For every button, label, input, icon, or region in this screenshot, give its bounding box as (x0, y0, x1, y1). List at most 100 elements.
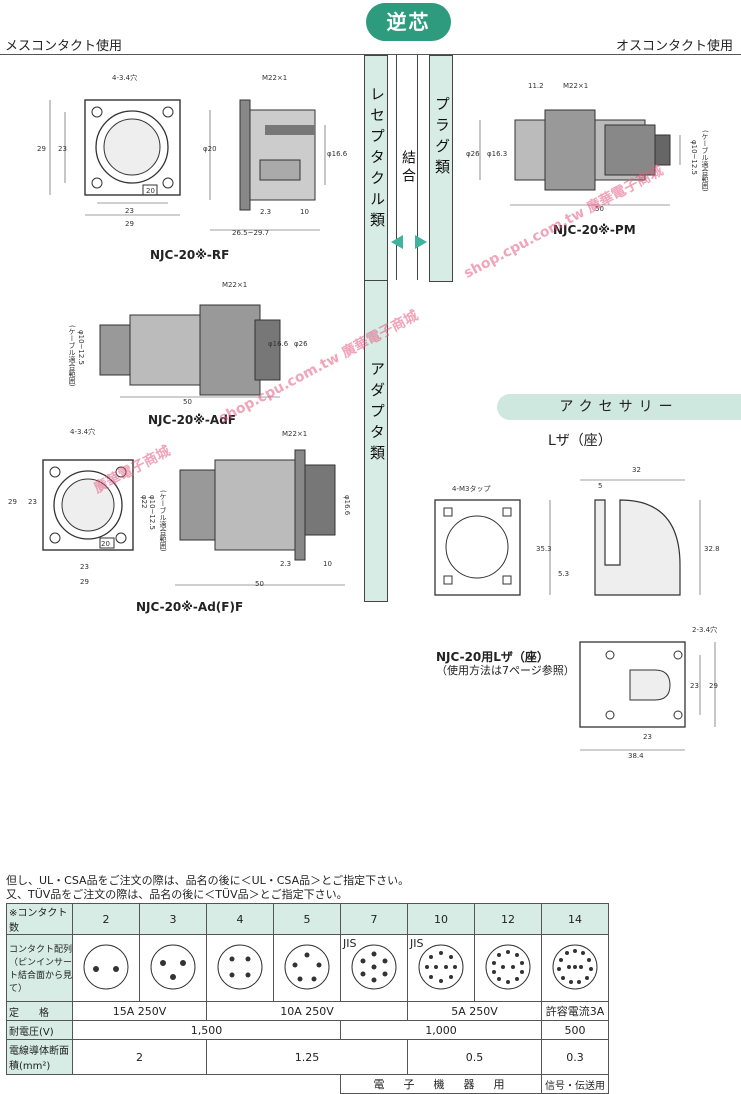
pm-phi163: φ16.3 (487, 150, 508, 158)
adapter-band: アダプタ類 (364, 280, 388, 602)
rating-cell: 許容電流3A (541, 1001, 609, 1021)
jis-mark: JIS (410, 936, 424, 950)
adff-thread: M22×1 (282, 430, 308, 438)
rf-model-label: NJC-20※-RF (150, 248, 230, 262)
mate-arrows-icon (391, 235, 427, 249)
layout-2 (72, 934, 140, 1002)
contact-count: 12 (474, 903, 542, 935)
contact-count: 3 (139, 903, 207, 935)
contact-count: 14 (541, 903, 609, 935)
plug-band-label: プラグ類 (433, 96, 451, 180)
accessory-header: アクセサリー (497, 394, 741, 420)
h-contacts: ※コンタクト数 (6, 903, 73, 935)
note-ul: 但し、UL・CSA品をご注文の際は、品名の後に＜UL・CSA品＞とご指定下さい。 (6, 874, 410, 887)
mate-separator (386, 55, 397, 280)
rf-hole-dim: 4-3.4穴 (112, 74, 138, 82)
h-layout: コンタクト配列（ピンインサート結合面から見て） (6, 934, 73, 1002)
voltage-cell: 500 (541, 1020, 609, 1040)
adff-len: 50 (255, 580, 264, 588)
adff-phi16: φ16.6 (343, 495, 351, 516)
lza-h23: 23 (690, 682, 699, 690)
pm-phi26: φ26 (466, 150, 480, 158)
note-tuv: 又、TÜV品をご注文の際は、品名の後に＜TÜV品＞とご指定下さい。 (6, 888, 348, 901)
rating-cell: 15A 250V (72, 1001, 207, 1021)
adff-drawing (42, 449, 345, 586)
rf-size: 20 (146, 187, 155, 195)
adf-len: 50 (183, 398, 192, 406)
adff-model-label: NJC-20※-Ad(F)F (136, 600, 244, 614)
lza-title: Lザ（座） (548, 433, 612, 449)
contact-count: 4 (206, 903, 274, 935)
pm-thread: M22×1 (563, 82, 589, 90)
pm-d112: 11.2 (528, 82, 544, 90)
adff-h23: 23 (28, 498, 37, 506)
adf-drawing (99, 304, 281, 398)
lza-w32: 32 (632, 466, 641, 474)
adf-cable-note: (ケーブル適合範囲) (68, 325, 76, 387)
voltage-cell: 1,000 (340, 1020, 542, 1040)
lza-h53: 5.3 (558, 570, 570, 578)
adff-d23: 2.3 (280, 560, 292, 568)
rf-thread: M22×1 (262, 74, 288, 82)
contact-count: 2 (72, 903, 140, 935)
spec-table: ※コンタクト数 2 3 4 5 7 10 12 14 コンタクト配列（ピンインサ… (6, 903, 609, 1094)
usage-signal: 信号・伝送用 (541, 1074, 609, 1094)
layout-5 (273, 934, 341, 1002)
jis-mark: JIS (343, 936, 357, 950)
pm-len: 50 (595, 205, 604, 213)
contact-count: 7 (340, 903, 408, 935)
contact-count: 10 (407, 903, 475, 935)
plug-band: プラグ類 (429, 55, 453, 282)
rf-drawing (49, 99, 326, 231)
area-cell: 2 (72, 1039, 207, 1075)
lza-h29: 29 (709, 682, 718, 690)
adff-d10: 10 (323, 560, 332, 568)
rf-w23: 23 (125, 207, 134, 215)
lza-tap-label: 4-M3タップ (452, 485, 491, 493)
rf-phi20: φ20 (203, 145, 217, 153)
layout-14 (541, 934, 609, 1002)
lza-w5: 5 (598, 482, 603, 490)
lza-h353: 35.3 (536, 545, 552, 553)
adff-size: 20 (101, 540, 110, 548)
pm-model-label: NJC-20※-PM (553, 223, 636, 237)
layout-7: JIS (340, 934, 408, 1002)
rf-phi16: φ16.6 (327, 150, 348, 158)
h-voltage: 耐電圧(V) (6, 1020, 73, 1040)
h-rating: 定 格 (6, 1001, 73, 1021)
mate-label: 結合 (400, 150, 416, 186)
adff-w23: 23 (80, 563, 89, 571)
lza-h328: 32.8 (704, 545, 720, 553)
mate-separator-2 (417, 55, 430, 280)
rating-cell: 5A 250V (407, 1001, 542, 1021)
adff-hole-dim: 4-3.4穴 (70, 428, 96, 436)
adf-phi16: φ16.6 (268, 340, 289, 348)
layout-12 (474, 934, 542, 1002)
pm-cable-note: (ケーブル適合範囲) (701, 130, 709, 192)
top-divider (0, 54, 741, 55)
layout-10: JIS (407, 934, 475, 1002)
rf-h23: 23 (58, 145, 67, 153)
lza-caption: NJC-20用Lザ（座） (436, 650, 549, 664)
lza-hole-label: 2-3.4穴 (692, 626, 718, 634)
adff-h29: 29 (8, 498, 17, 506)
adf-phi26: φ26 (294, 340, 308, 348)
female-contact-label: メスコンタクト使用 (5, 39, 123, 54)
adff-cable: φ10~12.5 (148, 495, 156, 530)
usage-electronic: 電 子 機 器 用 (340, 1074, 542, 1094)
area-cell: 1.25 (206, 1039, 408, 1075)
rf-h29: 29 (37, 145, 46, 153)
h-area: 電線導体断面積(mm²) (6, 1039, 73, 1075)
page-title: 逆芯 (366, 3, 451, 41)
rf-len: 26.5~29.7 (232, 229, 270, 237)
adff-cable-note: (ケーブル適合範囲) (159, 490, 167, 552)
rf-w29: 29 (125, 220, 134, 228)
lza-drawing (434, 479, 716, 751)
pm-drawing (479, 109, 681, 206)
contact-count: 5 (273, 903, 341, 935)
lza-caption-note: （使用方法は7ページ参照） (436, 664, 575, 677)
area-cell: 0.5 (407, 1039, 542, 1075)
adf-model-label: NJC-20※-AdF (148, 413, 236, 427)
layout-4 (206, 934, 274, 1002)
receptacle-band: レセプタクル類 (364, 55, 388, 282)
